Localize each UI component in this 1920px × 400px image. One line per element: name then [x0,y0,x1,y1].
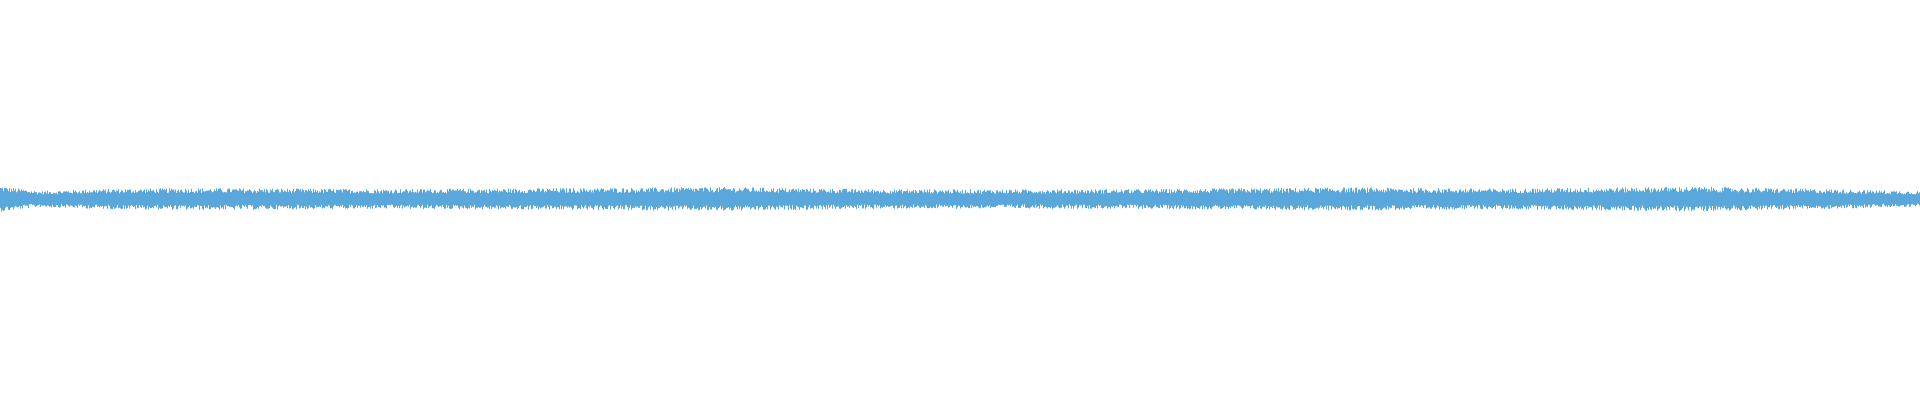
waveform-samples [0,186,1920,212]
